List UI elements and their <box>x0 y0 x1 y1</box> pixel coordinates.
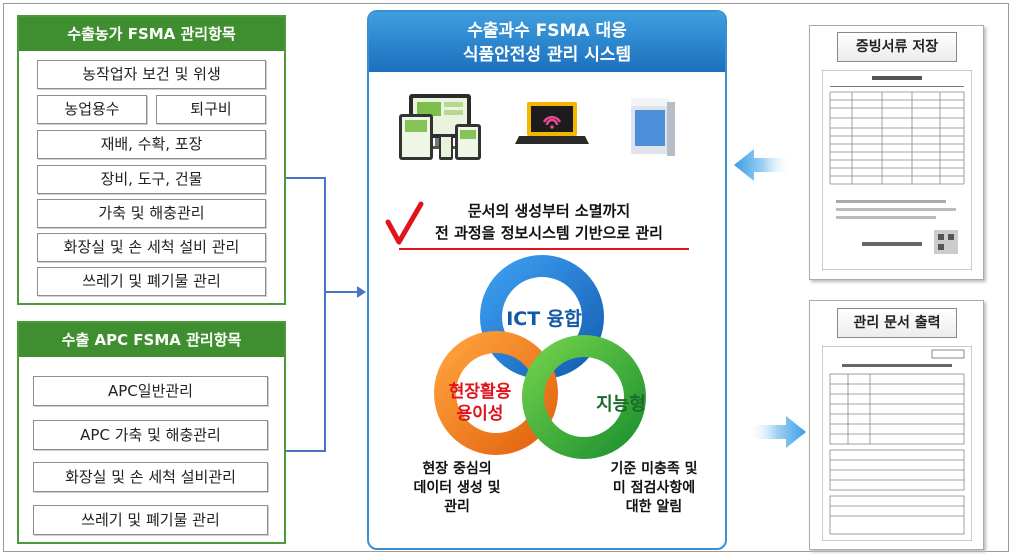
farm-item-cultivation: 재배, 수확, 포장 <box>37 130 266 159</box>
farm-item-restroom: 화장실 및 손 세척 설비 관리 <box>37 233 266 262</box>
devices-illustration <box>399 94 675 160</box>
ring-smart-label: 지능형 <box>596 394 646 415</box>
statement-line1: 문서의 생성부터 소멸까지 <box>467 202 631 220</box>
ring-ict-label: ICT 융합 <box>506 308 582 330</box>
farm-item-ag-water: 농업용수 <box>37 95 147 124</box>
connector-top-horizontal <box>286 177 326 179</box>
center-title: 수출과수 FSMA 대응 식품안전성 관리 시스템 <box>369 12 725 72</box>
apc-item-waste: 쓰레기 및 폐기물 관리 <box>33 505 268 535</box>
farm-item-waste: 쓰레기 및 폐기물 관리 <box>37 267 266 296</box>
farm-item-worker-hygiene: 농작업자 보건 및 위생 <box>37 60 266 89</box>
apc-fsma-panel-title: 수출 APC FSMA 관리항목 <box>19 323 284 357</box>
evidence-in-arrow <box>734 149 792 181</box>
farm-item-compost: 퇴구비 <box>156 95 266 124</box>
evidence-title: 증빙서류 저장 <box>837 32 957 62</box>
connector-to-center <box>324 291 358 293</box>
apc-item-restroom: 화장실 및 손 세척 설비관리 <box>33 462 268 492</box>
output-title: 관리 문서 출력 <box>837 308 957 338</box>
center-title-line2: 식품안전성 관리 시스템 <box>462 45 632 65</box>
ring-field-label-line2: 용이성 <box>456 404 504 424</box>
center-system-panel: 수출과수 FSMA 대응 식품안전성 관리 시스템 <box>367 10 727 550</box>
center-title-line1: 수출과수 FSMA 대응 <box>467 21 627 41</box>
ring-smart <box>522 335 646 459</box>
farm-item-equipment: 장비, 도구, 건물 <box>37 165 266 194</box>
statement-underline <box>399 248 689 250</box>
output-out-arrow <box>748 416 806 448</box>
apc-item-general: APC일반관리 <box>33 376 268 406</box>
desc-left: 현장 중심의 데이터 생성 및 관리 <box>413 461 501 515</box>
output-document-image <box>822 346 972 541</box>
three-rings-diagram <box>434 255 646 459</box>
apc-item-pest: APC 가축 및 해충관리 <box>33 420 268 450</box>
farm-fsma-panel-title: 수출농가 FSMA 관리항목 <box>19 17 284 51</box>
connector-bottom-horizontal <box>286 450 326 452</box>
connector-arrowhead <box>357 286 366 298</box>
desc-right: 기준 미충족 및 미 점검사항에 대한 알림 <box>610 461 698 515</box>
connector-vertical <box>324 177 326 452</box>
outer-frame <box>3 3 1009 552</box>
evidence-document-image <box>822 70 972 270</box>
ring-field-label-line1: 현장활용 <box>448 382 512 402</box>
ring-field <box>434 331 558 455</box>
statement-line2: 전 과정을 정보시스템 기반으로 관리 <box>435 224 663 242</box>
farm-item-pest: 가축 및 해충관리 <box>37 199 266 228</box>
check-mark-icon <box>385 201 424 245</box>
